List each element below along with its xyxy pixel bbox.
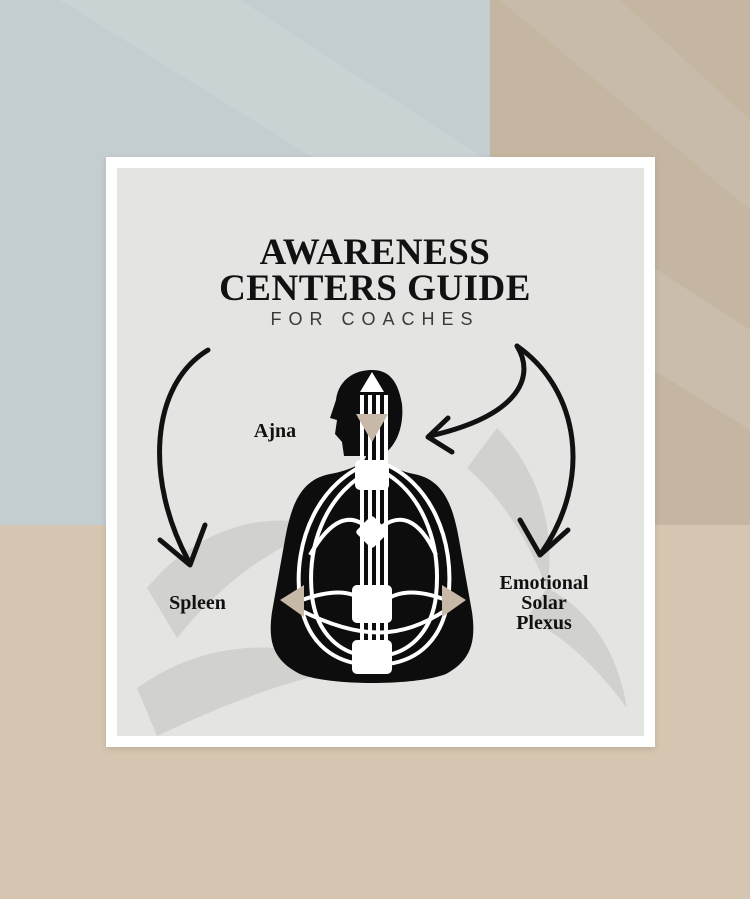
title-line-1: AWARENESS [259, 232, 491, 273]
label-solar-plexus-line1: Emotional [499, 572, 589, 594]
label-solar-plexus-line2: Solar [521, 592, 567, 614]
title-line-2: CENTERS GUIDE [219, 268, 531, 309]
label-solar-plexus-line3: Plexus [516, 612, 572, 634]
curved-arrow-left-icon [157, 347, 211, 568]
curved-arrow-right-icon [425, 343, 576, 558]
human-design-bodygraph-icon [270, 370, 474, 683]
label-spleen: Spleen [169, 592, 226, 614]
leaf-shadow-decoration [137, 428, 627, 736]
label-ajna: Ajna [253, 420, 297, 442]
subtitle: FOR COACHES [270, 309, 480, 329]
